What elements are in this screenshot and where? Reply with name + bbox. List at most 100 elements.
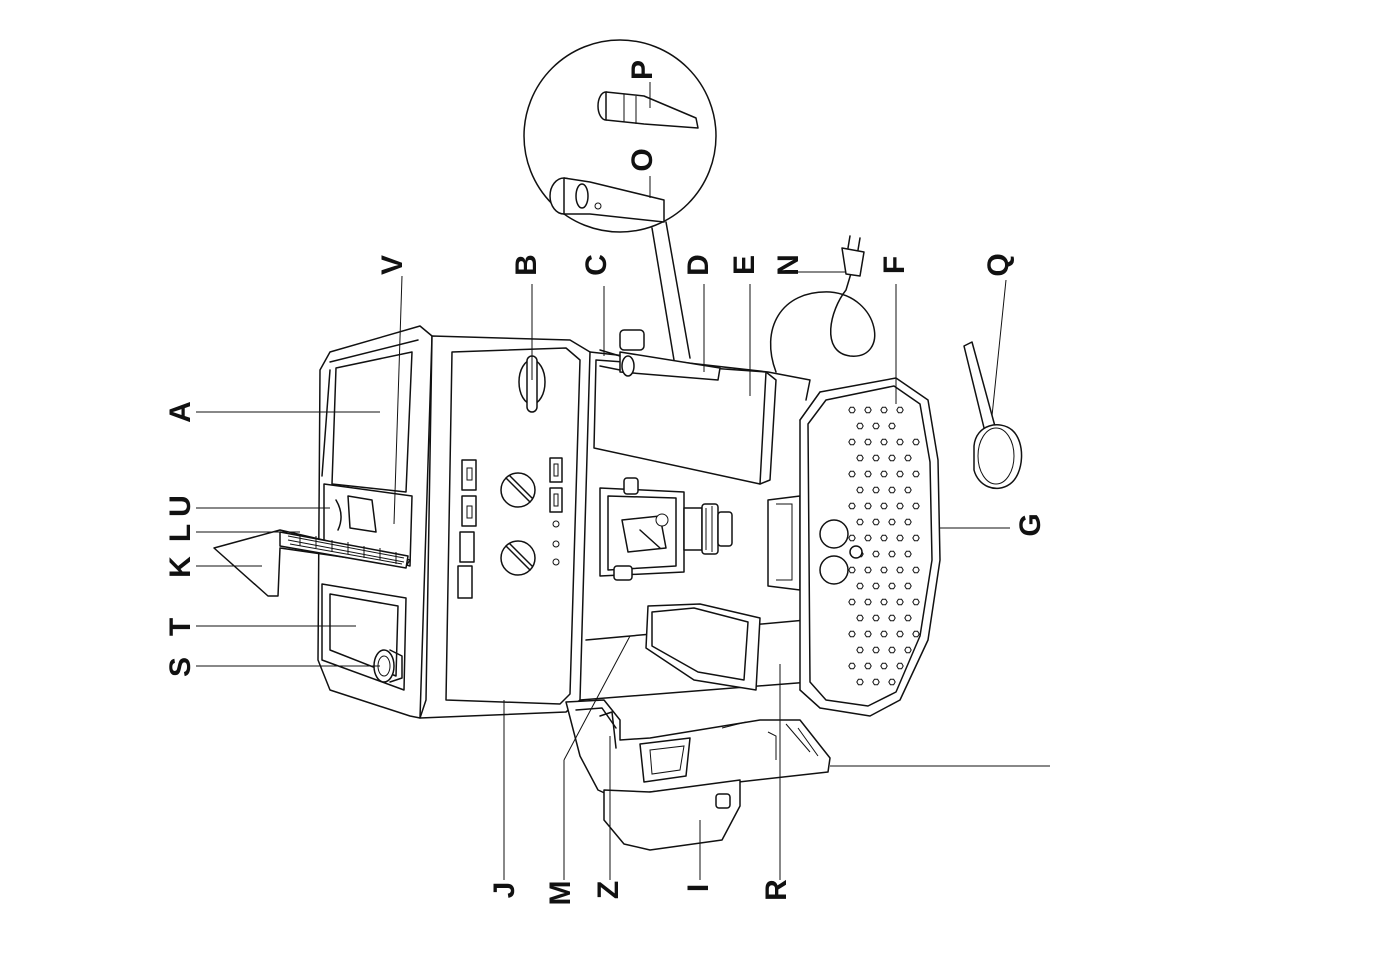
tray-hole: [865, 535, 871, 541]
tray-hole: [905, 551, 911, 557]
tray-hole: [913, 471, 919, 477]
dreg-drawer: [566, 700, 830, 850]
tray-hole: [849, 471, 855, 477]
tray-hole: [849, 535, 855, 541]
tray-hole: [865, 503, 871, 509]
tray-hole: [873, 615, 879, 621]
label-R: R: [760, 879, 793, 901]
tray-hole: [849, 407, 855, 413]
tray-hole: [873, 423, 879, 429]
tray-hole: [857, 455, 863, 461]
tray-hole: [913, 503, 919, 509]
tray-hole: [857, 423, 863, 429]
tray-hole: [873, 551, 879, 557]
tray-hole: [905, 647, 911, 653]
tray-hole: [897, 663, 903, 669]
tray-hole: [897, 631, 903, 637]
label-L: L: [164, 524, 197, 542]
tray-hole: [905, 519, 911, 525]
label-D: D: [682, 254, 715, 276]
tray-hole: [849, 663, 855, 669]
tray-hole: [865, 631, 871, 637]
label-Z: Z: [592, 881, 625, 899]
tray-hole: [873, 487, 879, 493]
tray-hole: [849, 599, 855, 605]
tray-hole: [865, 439, 871, 445]
label-Q: Q: [982, 253, 1015, 276]
tray-hole: [849, 439, 855, 445]
label-J: J: [488, 882, 521, 899]
tray-hole: [889, 487, 895, 493]
tray-hole: [873, 519, 879, 525]
tray-hole: [857, 615, 863, 621]
tray-hole: [881, 567, 887, 573]
machine-body: [318, 326, 432, 718]
tray-hole: [881, 503, 887, 509]
tray-hole: [897, 407, 903, 413]
label-V: V: [376, 255, 409, 275]
tray-hole: [881, 439, 887, 445]
label-N: N: [772, 254, 805, 276]
label-U: U: [164, 495, 197, 517]
tray-hole: [849, 631, 855, 637]
tray-hole: [889, 679, 895, 685]
tray-hole: [857, 647, 863, 653]
tray-hole: [873, 679, 879, 685]
label-F: F: [878, 256, 911, 274]
label-A: A: [164, 401, 197, 423]
label-T: T: [164, 618, 197, 636]
tray-hole: [889, 519, 895, 525]
label-K: K: [164, 556, 197, 578]
tray-hole: [873, 647, 879, 653]
tray-hole: [889, 615, 895, 621]
tray-hole: [873, 455, 879, 461]
label-G: G: [1014, 513, 1047, 536]
tray-hole: [857, 679, 863, 685]
label-E: E: [728, 255, 761, 275]
tray-hole: [897, 535, 903, 541]
tray-hole: [889, 423, 895, 429]
tray-hole: [897, 439, 903, 445]
tray-hole: [881, 535, 887, 541]
tray-hole: [865, 599, 871, 605]
tray-hole: [865, 407, 871, 413]
tray-hole: [865, 567, 871, 573]
tray-hole: [913, 439, 919, 445]
tray-hole: [857, 583, 863, 589]
label-C: C: [580, 254, 613, 276]
label-I: I: [682, 884, 715, 892]
label-O: O: [626, 148, 659, 171]
tray-hole: [897, 471, 903, 477]
label-B: B: [510, 254, 543, 276]
tray-hole: [857, 519, 863, 525]
tray-hole: [849, 503, 855, 509]
label-S: S: [164, 657, 197, 677]
tray-hole: [881, 407, 887, 413]
nozzle-detail-inset: [524, 40, 716, 360]
tray-hole: [881, 471, 887, 477]
tray-hole: [913, 567, 919, 573]
tray-hole: [889, 647, 895, 653]
tray-hole: [889, 551, 895, 557]
tray-hole: [889, 455, 895, 461]
measuring-scoop: [964, 342, 1022, 488]
tray-hole: [897, 567, 903, 573]
tray-hole: [905, 615, 911, 621]
tray-hole: [905, 487, 911, 493]
tray-hole: [881, 663, 887, 669]
tray-hole: [881, 631, 887, 637]
tray-hole: [865, 471, 871, 477]
control-panel: [420, 336, 590, 718]
label-P: P: [626, 60, 659, 80]
tray-hole: [905, 583, 911, 589]
tray-hole: [873, 583, 879, 589]
tray-hole: [897, 503, 903, 509]
tray-hole: [913, 599, 919, 605]
tray-hole: [897, 599, 903, 605]
tray-hole: [849, 567, 855, 573]
tray-hole: [905, 455, 911, 461]
tray-hole: [913, 535, 919, 541]
tray-hole: [865, 663, 871, 669]
machine-interior: [580, 330, 810, 700]
